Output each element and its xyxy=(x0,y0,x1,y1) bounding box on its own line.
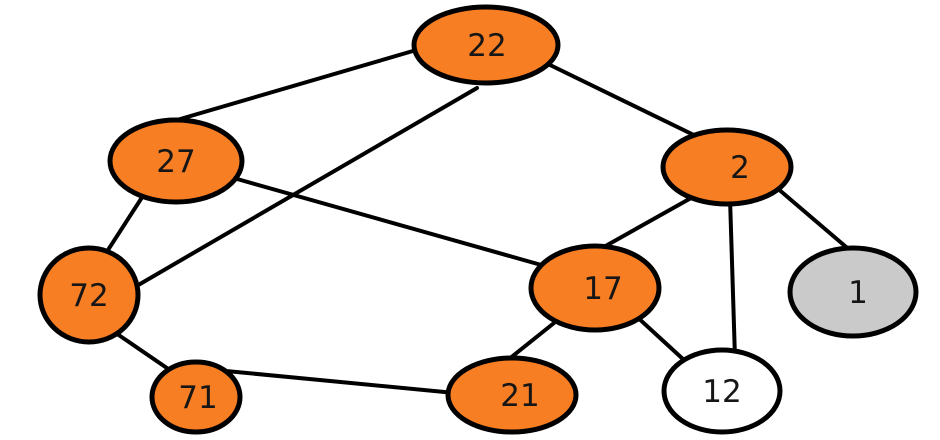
edge-22-27 xyxy=(168,44,432,124)
node-27-label: 27 xyxy=(156,144,195,180)
edge-17-2 xyxy=(600,191,702,250)
node-71-shape[interactable] xyxy=(149,359,243,435)
node-17-shape[interactable] xyxy=(528,243,662,333)
node-27-shape[interactable] xyxy=(107,117,245,205)
node-22-label: 22 xyxy=(467,28,506,64)
node-22[interactable]: 22 xyxy=(411,4,561,86)
node-1-shape[interactable] xyxy=(787,245,919,339)
edge-2-1 xyxy=(768,180,854,254)
node-21-label: 21 xyxy=(500,378,539,414)
node-71[interactable]: 71 xyxy=(149,359,243,435)
node-1-label: 1 xyxy=(848,275,868,311)
node-72-shape[interactable] xyxy=(37,245,141,345)
node-17[interactable]: 17 xyxy=(528,243,662,333)
node-17-label: 17 xyxy=(583,271,622,307)
node-2-shape[interactable] xyxy=(660,127,794,207)
edge-2-12 xyxy=(728,196,737,360)
node-12[interactable]: 12 xyxy=(661,347,783,435)
node-12-shape[interactable] xyxy=(661,347,783,435)
node-1[interactable]: 1 xyxy=(787,245,919,339)
node-72-label: 72 xyxy=(69,278,108,314)
node-27[interactable]: 27 xyxy=(107,117,245,205)
edge-22-2 xyxy=(546,62,704,141)
edge-17-12 xyxy=(634,314,686,362)
edge-22-72 xyxy=(126,86,479,293)
node-22-shape[interactable] xyxy=(411,4,561,86)
edge-27-17 xyxy=(228,175,568,274)
edge-71-21 xyxy=(224,369,457,395)
node-71-label: 71 xyxy=(178,380,217,416)
node-12-label: 12 xyxy=(702,374,741,410)
node-21-shape[interactable] xyxy=(445,355,579,435)
node-72[interactable]: 72 xyxy=(37,245,141,345)
node-21[interactable]: 21 xyxy=(445,355,579,435)
node-2-label: 2 xyxy=(730,150,750,186)
node-2[interactable]: 2 xyxy=(660,127,794,207)
